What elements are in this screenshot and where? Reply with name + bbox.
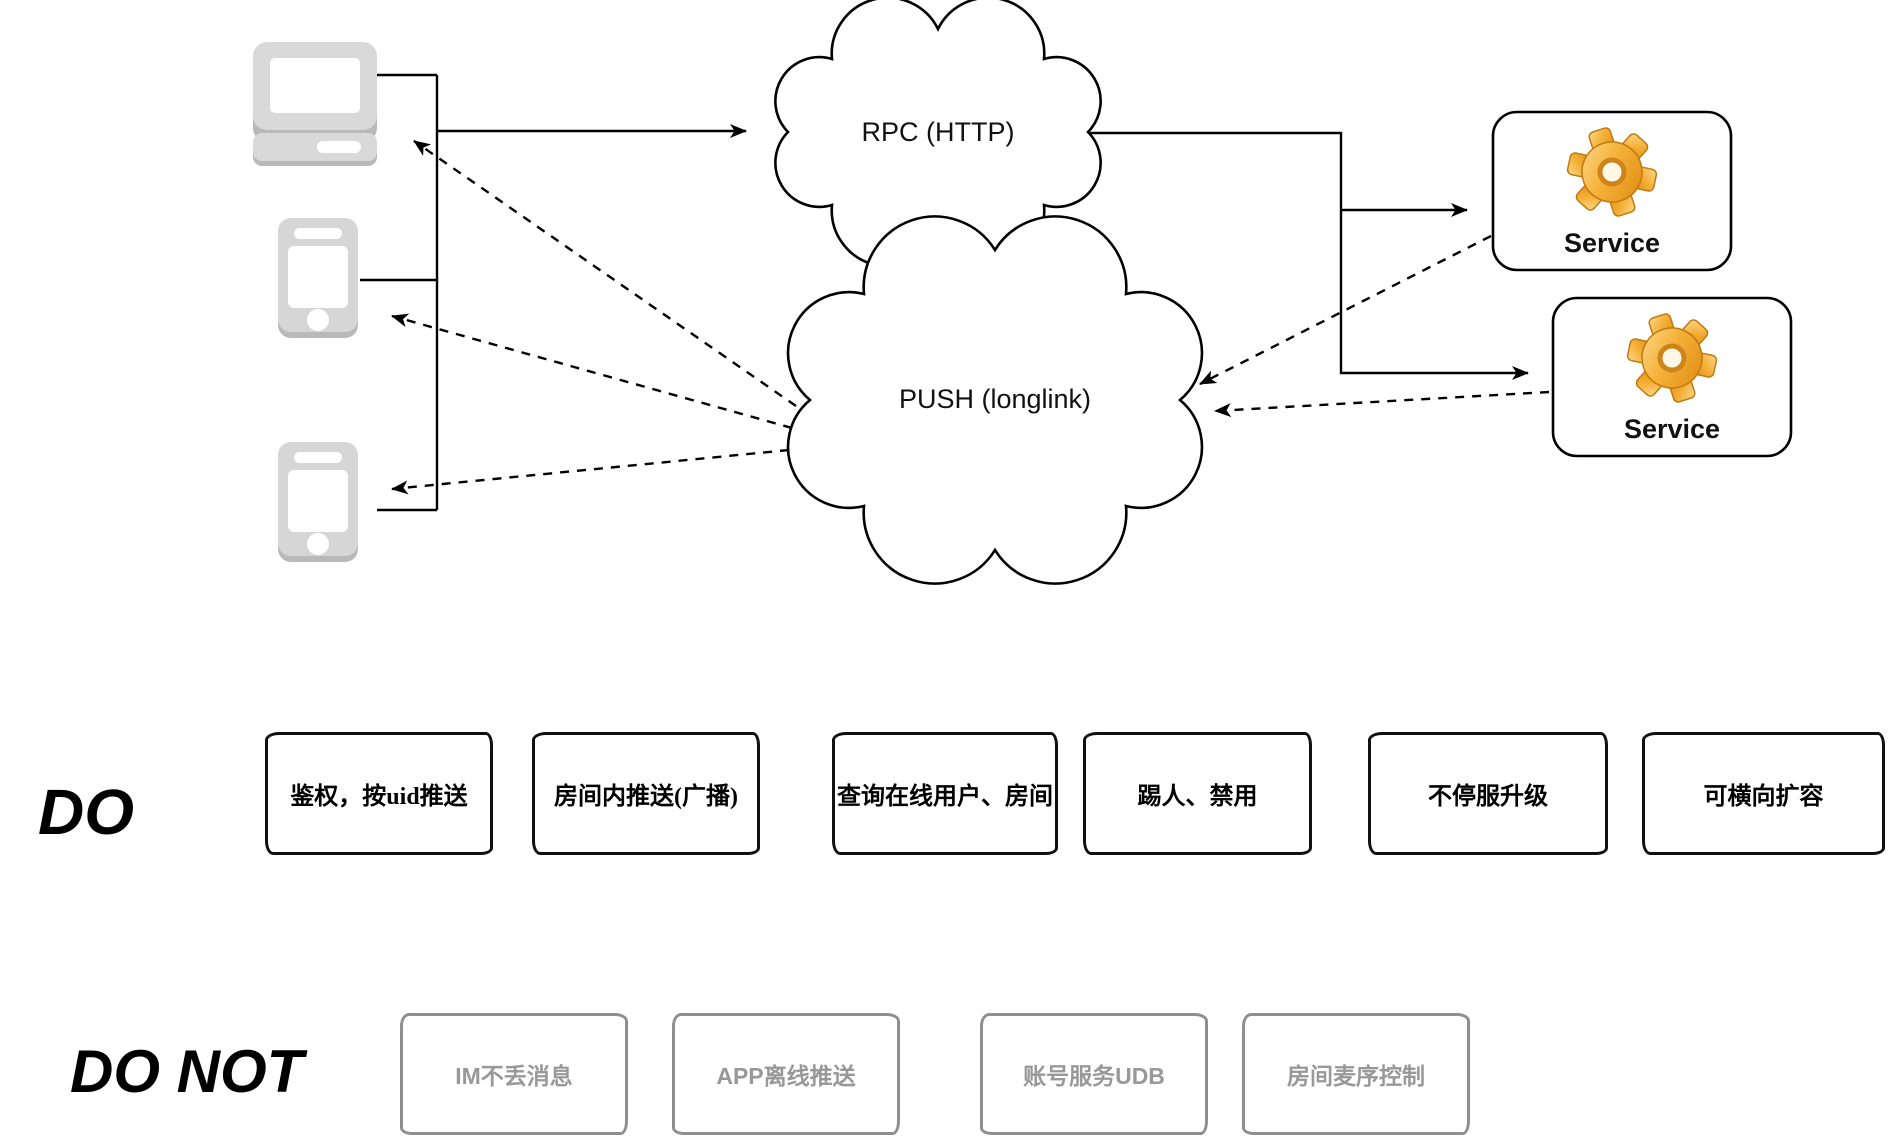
dont-item-im-no-loss: IM不丢消息	[400, 1013, 628, 1135]
push-to-phone2-arrow	[391, 448, 790, 495]
dont-item-account-udb: 账号服务UDB	[980, 1013, 1208, 1135]
rpc-to-service2-arrow	[1090, 131, 1529, 380]
push-cloud	[786, 215, 1204, 585]
do-item-hot-upgrade: 不停服升级	[1368, 732, 1608, 855]
service2-to-push-arrow	[1214, 390, 1550, 418]
service-label: Service	[1624, 414, 1720, 444]
smartphone-icon	[278, 442, 358, 562]
service-node: Service	[1551, 296, 1793, 458]
rpc-cloud	[774, 0, 1102, 268]
smartphone-icon	[278, 218, 358, 338]
do-item-room-broadcast: 房间内推送(广播)	[532, 732, 760, 855]
do-not-heading: DO NOT	[70, 1038, 304, 1105]
do-heading: DO	[38, 776, 134, 848]
do-item-kick-ban: 踢人、禁用	[1083, 732, 1312, 855]
do-item-horizontal-scale: 可横向扩容	[1642, 732, 1885, 855]
rpc-cloud-label: RPC (HTTP)	[862, 117, 1015, 147]
service-node: Service	[1491, 110, 1733, 272]
push-to-phone1-arrow	[391, 313, 793, 430]
architecture-diagram: RPC (HTTP) PUSH (longlink) Service Servi…	[253, 0, 1793, 585]
push-to-laptop-arrow	[413, 140, 797, 407]
dont-item-room-mic-control: 房间麦序控制	[1242, 1013, 1470, 1135]
service-label: Service	[1564, 228, 1660, 258]
push-cloud-label: PUSH (longlink)	[899, 384, 1091, 414]
do-item-query-online: 查询在线用户、房间	[832, 732, 1058, 855]
laptop-icon	[253, 42, 377, 166]
do-item-auth: 鉴权，按uid推送	[265, 732, 493, 855]
service1-to-push-arrow	[1199, 234, 1492, 386]
dont-item-offline-push: APP离线推送	[672, 1013, 900, 1135]
